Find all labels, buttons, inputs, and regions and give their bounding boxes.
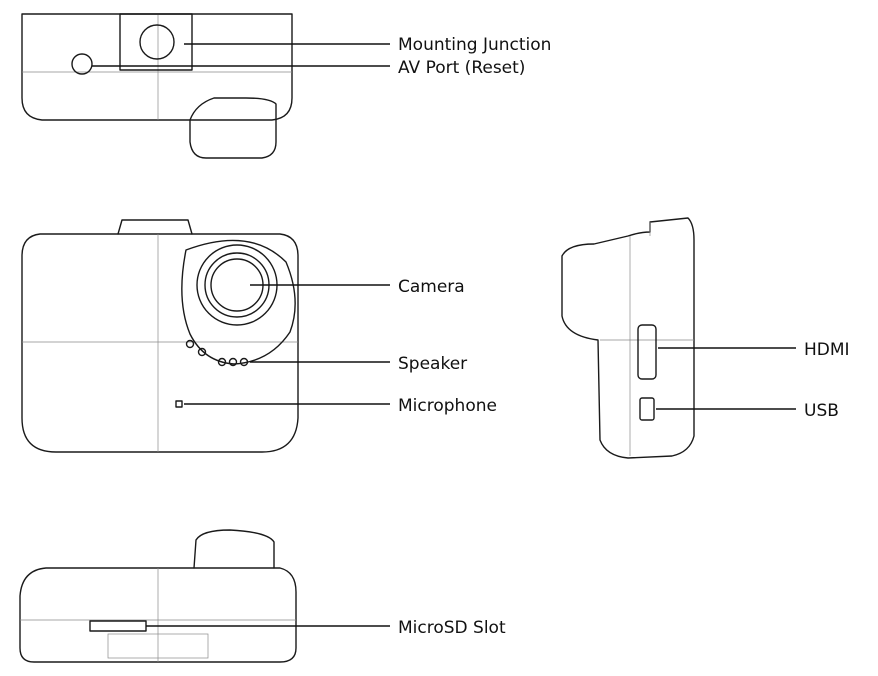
leader-lines bbox=[92, 43, 796, 627]
mount-hole bbox=[139, 24, 175, 60]
top-lens-barrel bbox=[189, 97, 277, 159]
speaker-hole bbox=[228, 357, 238, 367]
label-usb: USB bbox=[804, 401, 839, 421]
label-mounting-junction: Mounting Junction bbox=[398, 35, 551, 55]
lens-housing bbox=[181, 239, 296, 365]
mount-block bbox=[119, 13, 193, 71]
label-av-port: AV Port (Reset) bbox=[398, 58, 525, 78]
label-microphone: Microphone bbox=[398, 396, 497, 416]
top-view bbox=[21, 13, 293, 159]
usb-port bbox=[639, 397, 655, 421]
side-view bbox=[561, 217, 695, 459]
bottom-view bbox=[19, 529, 297, 663]
hdmi-port bbox=[637, 324, 657, 380]
front-view bbox=[21, 219, 299, 453]
label-speaker: Speaker bbox=[398, 354, 467, 374]
microsd-slot bbox=[89, 620, 147, 632]
label-microsd-slot: MicroSD Slot bbox=[398, 618, 506, 638]
microphone-hole bbox=[175, 400, 183, 408]
av-port-hole bbox=[71, 53, 93, 75]
speaker-hole bbox=[217, 357, 227, 367]
speaker-hole bbox=[239, 357, 249, 367]
label-hdmi: HDMI bbox=[804, 340, 850, 360]
label-camera: Camera bbox=[398, 277, 465, 297]
